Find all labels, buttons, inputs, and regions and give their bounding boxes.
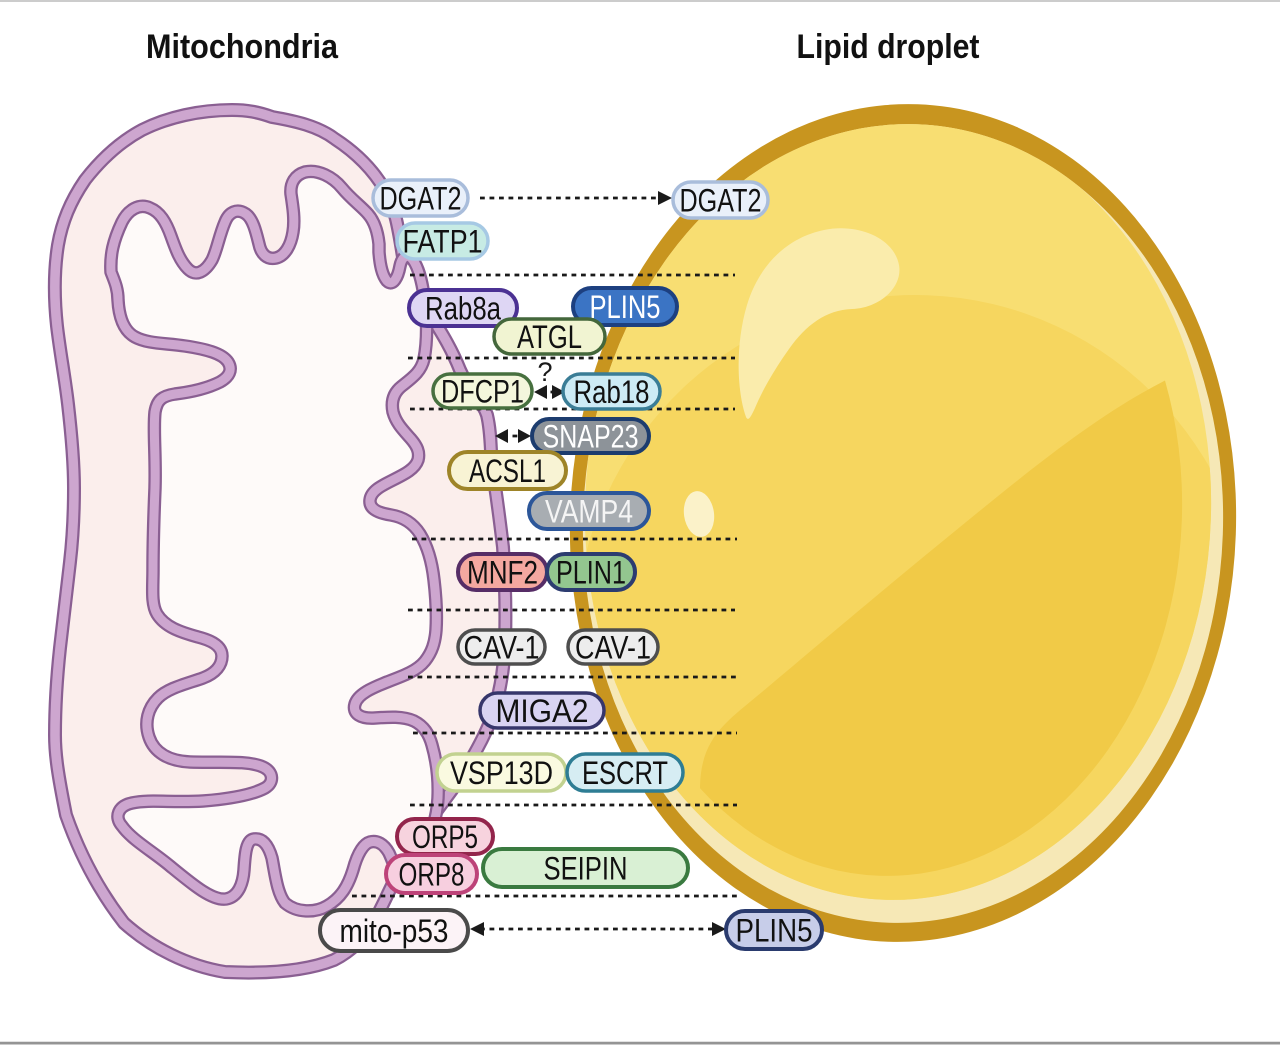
svg-text:CAV-1: CAV-1 (575, 630, 651, 666)
svg-text:PLIN1: PLIN1 (556, 555, 626, 591)
svg-text:?: ? (537, 357, 552, 387)
svg-text:Lipid droplet: Lipid droplet (797, 28, 980, 66)
svg-text:SEIPIN: SEIPIN (544, 851, 628, 887)
svg-text:Mitochondria: Mitochondria (146, 28, 339, 66)
svg-text:MIGA2: MIGA2 (496, 693, 589, 729)
svg-text:SNAP23: SNAP23 (543, 419, 639, 455)
svg-text:CAV-1: CAV-1 (464, 630, 540, 666)
svg-text:DGAT2: DGAT2 (380, 181, 462, 217)
svg-text:ATGL: ATGL (517, 319, 582, 355)
svg-text:Rab18: Rab18 (574, 374, 650, 410)
svg-text:PLIN5: PLIN5 (736, 913, 813, 949)
svg-text:DFCP1: DFCP1 (441, 374, 524, 410)
svg-text:VSP13D: VSP13D (450, 755, 553, 791)
svg-text:MNF2: MNF2 (467, 555, 538, 591)
svg-text:ESCRT: ESCRT (582, 755, 668, 791)
svg-text:FATP1: FATP1 (403, 224, 483, 260)
svg-text:ORP5: ORP5 (412, 819, 478, 855)
svg-text:ACSL1: ACSL1 (469, 453, 546, 489)
svg-text:Rab8a: Rab8a (425, 291, 501, 327)
svg-text:ORP8: ORP8 (399, 857, 465, 893)
svg-text:VAMP4: VAMP4 (545, 494, 633, 530)
svg-text:DGAT2: DGAT2 (680, 183, 762, 219)
svg-text:PLIN5: PLIN5 (590, 289, 661, 325)
svg-text:mito-p53: mito-p53 (340, 913, 449, 949)
